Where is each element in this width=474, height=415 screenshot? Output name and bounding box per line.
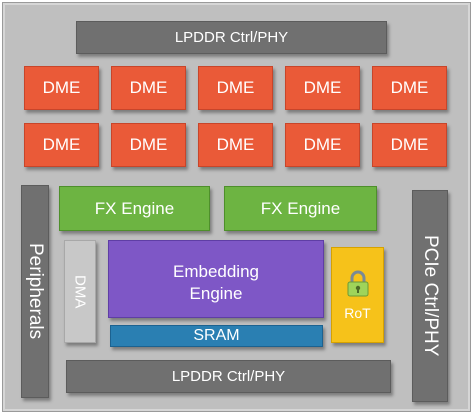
rot-block: RoT bbox=[331, 247, 384, 343]
dme-label: DME bbox=[390, 135, 429, 154]
rot-label: RoT bbox=[344, 304, 371, 321]
dme-block: DME bbox=[111, 123, 186, 167]
dma-block: DMA bbox=[64, 240, 96, 343]
dme-label: DME bbox=[390, 78, 429, 97]
dme-block: DME bbox=[372, 123, 447, 167]
dme-label: DME bbox=[216, 78, 255, 97]
embedding-engine-label-line1: Embedding bbox=[172, 262, 259, 281]
fx-engine-label: FX Engine bbox=[94, 198, 175, 218]
dme-block: DME bbox=[24, 123, 99, 167]
peripherals-block: Peripherals bbox=[21, 185, 49, 398]
lock-icon bbox=[346, 270, 370, 301]
dme-block: DME bbox=[372, 66, 447, 110]
fx-engine-right: FX Engine bbox=[224, 186, 377, 231]
fx-engine-left: FX Engine bbox=[59, 186, 210, 231]
dme-label: DME bbox=[42, 78, 81, 97]
peripherals-label: Peripherals bbox=[25, 243, 46, 340]
dme-label: DME bbox=[129, 78, 168, 97]
dme-block: DME bbox=[198, 123, 273, 167]
embedding-engine-label-line2: Engine bbox=[189, 284, 243, 303]
lpddr-bottom-label: LPDDR Ctrl/PHY bbox=[171, 368, 286, 385]
dme-block: DME bbox=[24, 66, 99, 110]
pcie-ctrl-phy-block: PCIe Ctrl/PHY bbox=[412, 190, 448, 402]
lpddr-ctrl-phy-bottom: LPDDR Ctrl/PHY bbox=[66, 360, 391, 393]
dme-block: DME bbox=[198, 66, 273, 110]
lpddr-top-label: LPDDR Ctrl/PHY bbox=[174, 29, 289, 46]
embedding-engine-block: Embedding Engine bbox=[108, 240, 324, 318]
dme-label: DME bbox=[42, 135, 81, 154]
lpddr-ctrl-phy-top: LPDDR Ctrl/PHY bbox=[76, 21, 387, 54]
sram-label: SRAM bbox=[193, 327, 240, 344]
dma-label: DMA bbox=[71, 274, 89, 309]
fx-engine-label: FX Engine bbox=[260, 198, 341, 218]
dme-block: DME bbox=[285, 66, 360, 110]
dme-block: DME bbox=[111, 66, 186, 110]
dme-label: DME bbox=[303, 135, 342, 154]
pcie-label: PCIe Ctrl/PHY bbox=[420, 235, 441, 357]
dme-label: DME bbox=[303, 78, 342, 97]
sram-block: SRAM bbox=[110, 325, 323, 347]
dme-label: DME bbox=[216, 135, 255, 154]
dme-label: DME bbox=[129, 135, 168, 154]
dme-block: DME bbox=[285, 123, 360, 167]
